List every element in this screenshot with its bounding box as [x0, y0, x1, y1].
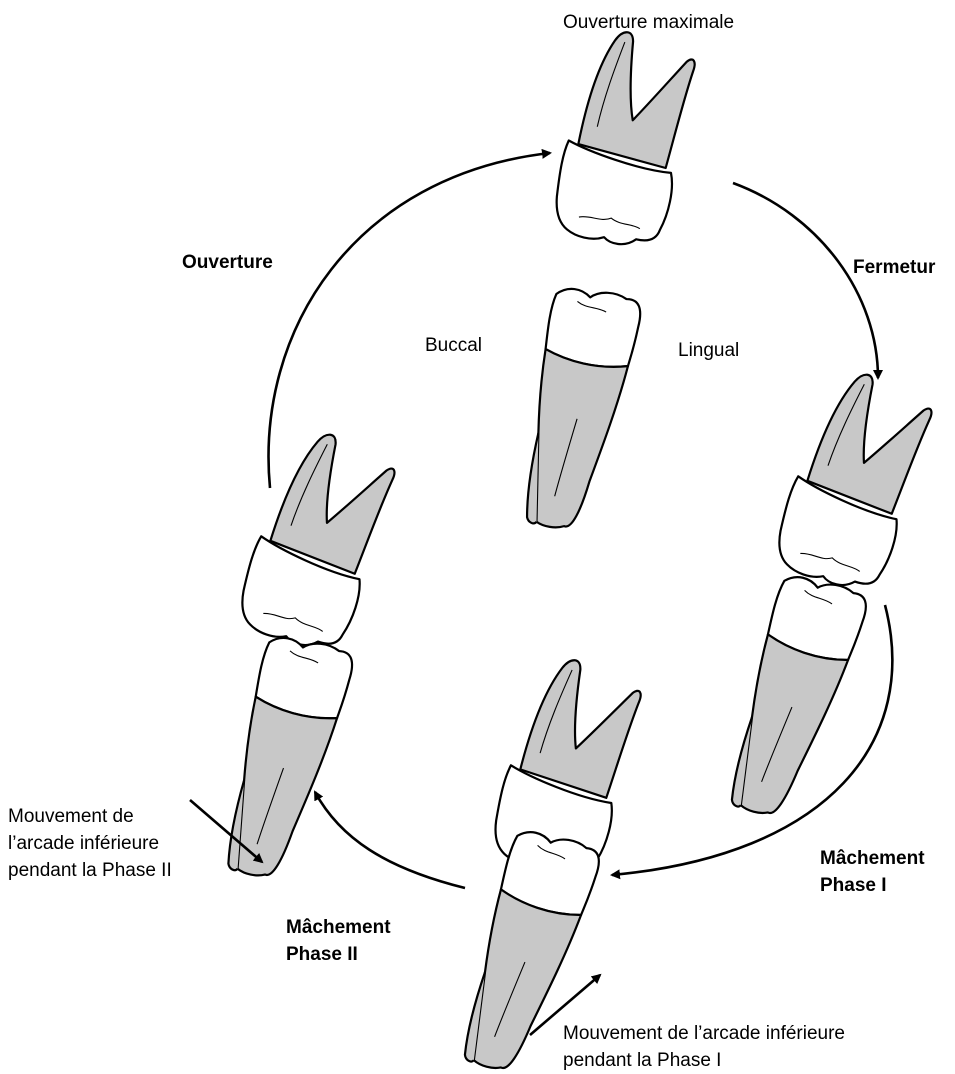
arrow-machement-phase2 — [315, 792, 465, 888]
label-mouvement-phase1-line1: Mouvement de l’arcade inférieure — [563, 1023, 845, 1044]
label-ouverture: Ouverture — [182, 252, 273, 273]
lower-tooth-center — [517, 284, 643, 535]
label-ouverture-maximale: Ouverture maximale — [563, 12, 734, 33]
arrow-fermeture — [733, 183, 878, 378]
label-mouvement-phase1-line2: pendant la Phase I — [563, 1050, 721, 1071]
label-machement-phase1-line2: Phase I — [820, 875, 887, 896]
label-machement-phase2-line1: Mâchement — [286, 917, 391, 938]
label-mouvement-phase2-line2: l’arcade inférieure — [8, 833, 159, 854]
upper-tooth-top — [550, 25, 698, 251]
label-machement-phase1-line1: Mâchement — [820, 848, 925, 869]
upper-tooth-right — [770, 363, 937, 596]
upper-tooth-left — [233, 423, 400, 656]
label-mouvement-phase2-line1: Mouvement de — [8, 806, 134, 827]
lower-tooth-right — [722, 571, 870, 826]
label-machement-phase2-line2: Phase II — [286, 944, 358, 965]
label-buccal: Buccal — [425, 335, 482, 356]
lower-tooth-left — [218, 632, 355, 886]
label-mouvement-phase2-line3: pendant la Phase II — [8, 860, 172, 881]
arrow-ouverture — [269, 153, 550, 488]
label-lingual: Lingual — [678, 340, 739, 361]
label-fermeture: Fermetur — [853, 257, 936, 278]
